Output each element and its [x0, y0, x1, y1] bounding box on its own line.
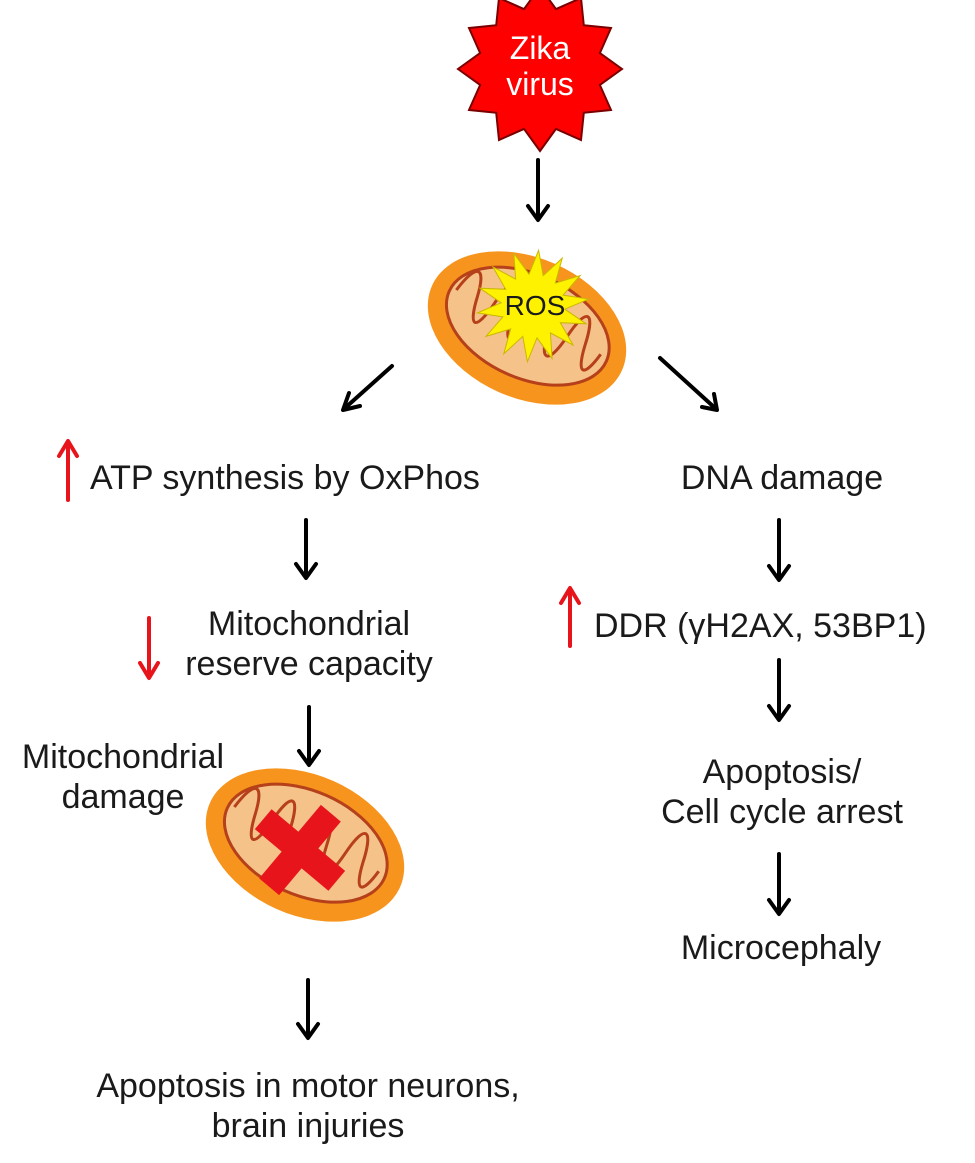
mito-damage-line1: Mitochondrial — [21, 738, 225, 776]
mito-damage-label: Mitochondrial damage — [22, 737, 224, 817]
ros-burst-shape — [475, 248, 591, 364]
indicator-arrows — [57, 439, 581, 680]
arrow-apoptosis-to-microcephaly — [767, 852, 791, 916]
up-arrow-icon — [57, 439, 79, 502]
arrow-damage-to-apoptosis — [296, 978, 320, 1040]
arrow-virus-to-mito — [526, 158, 550, 222]
arrow-mito-to-dna — [658, 356, 719, 412]
virus-label-line1: Zika — [509, 30, 571, 66]
virus-label-line2: virus — [506, 66, 574, 102]
apoptosis-cc-line1: Apoptosis/ — [702, 753, 862, 791]
red-cross-icon — [254, 804, 346, 896]
arrow-dna-to-ddr — [767, 518, 791, 582]
atp-synthesis-label: ATP synthesis by OxPhos — [90, 459, 480, 497]
down-arrow-icon — [138, 616, 160, 680]
ros-label: ROS — [504, 290, 566, 321]
mito-inner-outline — [222, 782, 389, 904]
apoptosis-cc-line2: Cell cycle arrest — [661, 793, 903, 831]
arrow-mito-to-atp — [341, 364, 394, 412]
flow-arrows — [294, 158, 791, 1040]
microcephaly-label: Microcephaly — [680, 929, 882, 967]
up-arrow-icon — [559, 586, 581, 648]
reserve-capacity-label: Mitochondrial reserve capacity — [185, 604, 433, 684]
apoptosis-cell-cycle-label: Apoptosis/ Cell cycle arrest — [661, 752, 903, 832]
arrow-ddr-to-apoptosis — [767, 658, 791, 722]
arrow-reserve-to-damage — [297, 705, 321, 767]
apoptosis-motor-line2: brain injuries — [211, 1107, 405, 1145]
ros-burst-icon — [475, 248, 591, 364]
arrow-atp-to-reserve — [294, 518, 318, 580]
apoptosis-motor-label: Apoptosis in motor neurons, brain injuri… — [96, 1066, 519, 1146]
virus-star-shape — [456, 0, 624, 153]
mito-damage-line2: damage — [61, 778, 185, 816]
apoptosis-motor-line1: Apoptosis in motor neurons, — [96, 1067, 520, 1105]
virus-star-icon — [456, 0, 624, 153]
reserve-line2: reserve capacity — [185, 645, 433, 683]
virus-label: Zika virus — [506, 30, 574, 102]
dna-damage-label: DNA damage — [680, 459, 884, 497]
mito-inner-outline — [444, 265, 611, 387]
ddr-label: DDR (γH2AX, 53BP1) — [594, 607, 927, 645]
reserve-line1: Mitochondrial — [207, 605, 411, 643]
cross-bar-horizontal — [254, 809, 346, 891]
